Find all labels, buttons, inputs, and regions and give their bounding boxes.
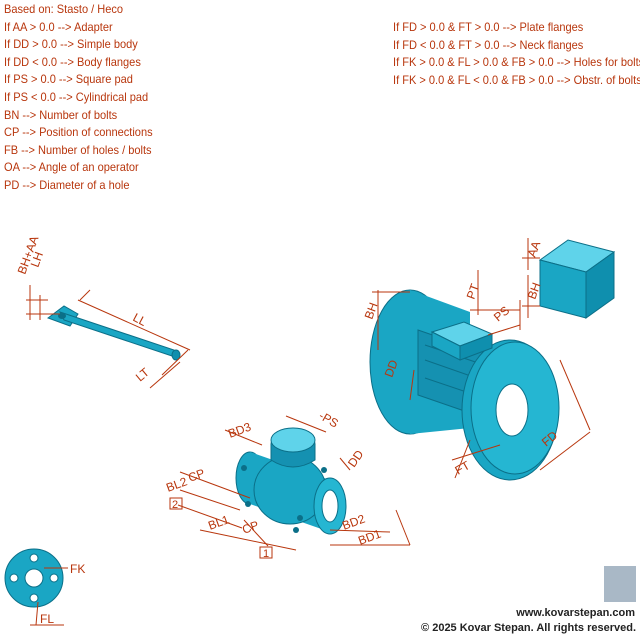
brand-logo <box>604 566 636 602</box>
dim-bd3: BD3 <box>226 420 253 441</box>
flange-pattern-dimensions <box>30 567 68 626</box>
legend-line: If DD > 0.0 --> Simple body <box>4 37 138 52</box>
dim-pt: PT <box>464 281 483 301</box>
legend-line: If AA > 0.0 --> Adapter <box>4 19 113 34</box>
dim-fk: FK <box>70 562 85 576</box>
legend-line: If FK > 0.0 & FL < 0.0 & FB > 0.0 --> Ob… <box>393 72 640 87</box>
legend-line: If PS > 0.0 --> Square pad <box>4 72 133 87</box>
handle-lever <box>46 305 181 361</box>
footer-website: www.kovarstepan.com <box>516 607 635 619</box>
legend-line: If FD < 0.0 & FT > 0.0 --> Neck flanges <box>393 37 584 52</box>
callout-box-2 <box>169 497 183 510</box>
dim-ps-flange: PS <box>491 303 512 324</box>
dim-ps-simple: -PS <box>317 408 341 430</box>
flanged-valve <box>369 289 560 481</box>
dim-cp-bottom: CP <box>240 518 260 537</box>
dim-lt: LT <box>133 365 153 385</box>
dim-bh-adapter: BH <box>525 281 544 301</box>
handle-dimensions <box>26 285 191 389</box>
adapter-block <box>538 239 616 319</box>
dim-lh: LH <box>28 250 46 269</box>
dim-aa: AA <box>525 239 544 259</box>
flange-hole-pattern <box>4 548 64 608</box>
legend-line: CP --> Position of connections <box>4 125 153 140</box>
dim-dd-simple: DD <box>345 447 367 470</box>
legend-left: Based on: Stasto / Heco If AA > 0.0 --> … <box>4 1 166 195</box>
callout-box-1 <box>259 546 273 559</box>
dim-bh-flange: BH <box>362 301 381 321</box>
adapter-dimensions <box>522 238 540 318</box>
dim-ft: FT <box>453 458 473 478</box>
dim-bl1: BL1 <box>206 512 231 533</box>
dim-bl2: BL2 <box>164 474 189 495</box>
legend-right: If FD > 0.0 & FT > 0.0 --> Plate flanges… <box>393 19 640 89</box>
legend-line: If PS < 0.0 --> Cylindrical pad <box>4 89 149 104</box>
dim-cp-top: CP <box>186 466 206 485</box>
dim-fl: FL <box>40 612 54 626</box>
simple-valve-dimensions <box>177 415 411 551</box>
dim-dd-flange: DD <box>382 358 401 379</box>
legend-line: FB --> Number of holes / bolts <box>4 142 152 157</box>
legend-line: OA --> Angle of an operator <box>4 160 139 175</box>
flanged-valve-dimensions <box>372 270 591 479</box>
callout-1: 1 <box>263 548 269 560</box>
legend-line: If FD > 0.0 & FT > 0.0 --> Plate flanges <box>393 20 584 34</box>
callout-2: 2 <box>172 499 178 511</box>
legend-line: Based on: Stasto / Heco <box>4 2 124 16</box>
legend-line: PD --> Diameter of a hole <box>4 177 130 192</box>
legend-line: If DD < 0.0 --> Body flanges <box>4 54 141 69</box>
legend-line: BN --> Number of bolts <box>4 107 118 122</box>
dim-ll: LL <box>131 310 150 329</box>
footer-copyright: © 2025 Kovar Stepan. All rights reserved… <box>421 622 636 634</box>
legend-line: If FK > 0.0 & FL > 0.0 & FB > 0.0 --> Ho… <box>393 55 640 70</box>
simple-valve <box>235 427 347 535</box>
